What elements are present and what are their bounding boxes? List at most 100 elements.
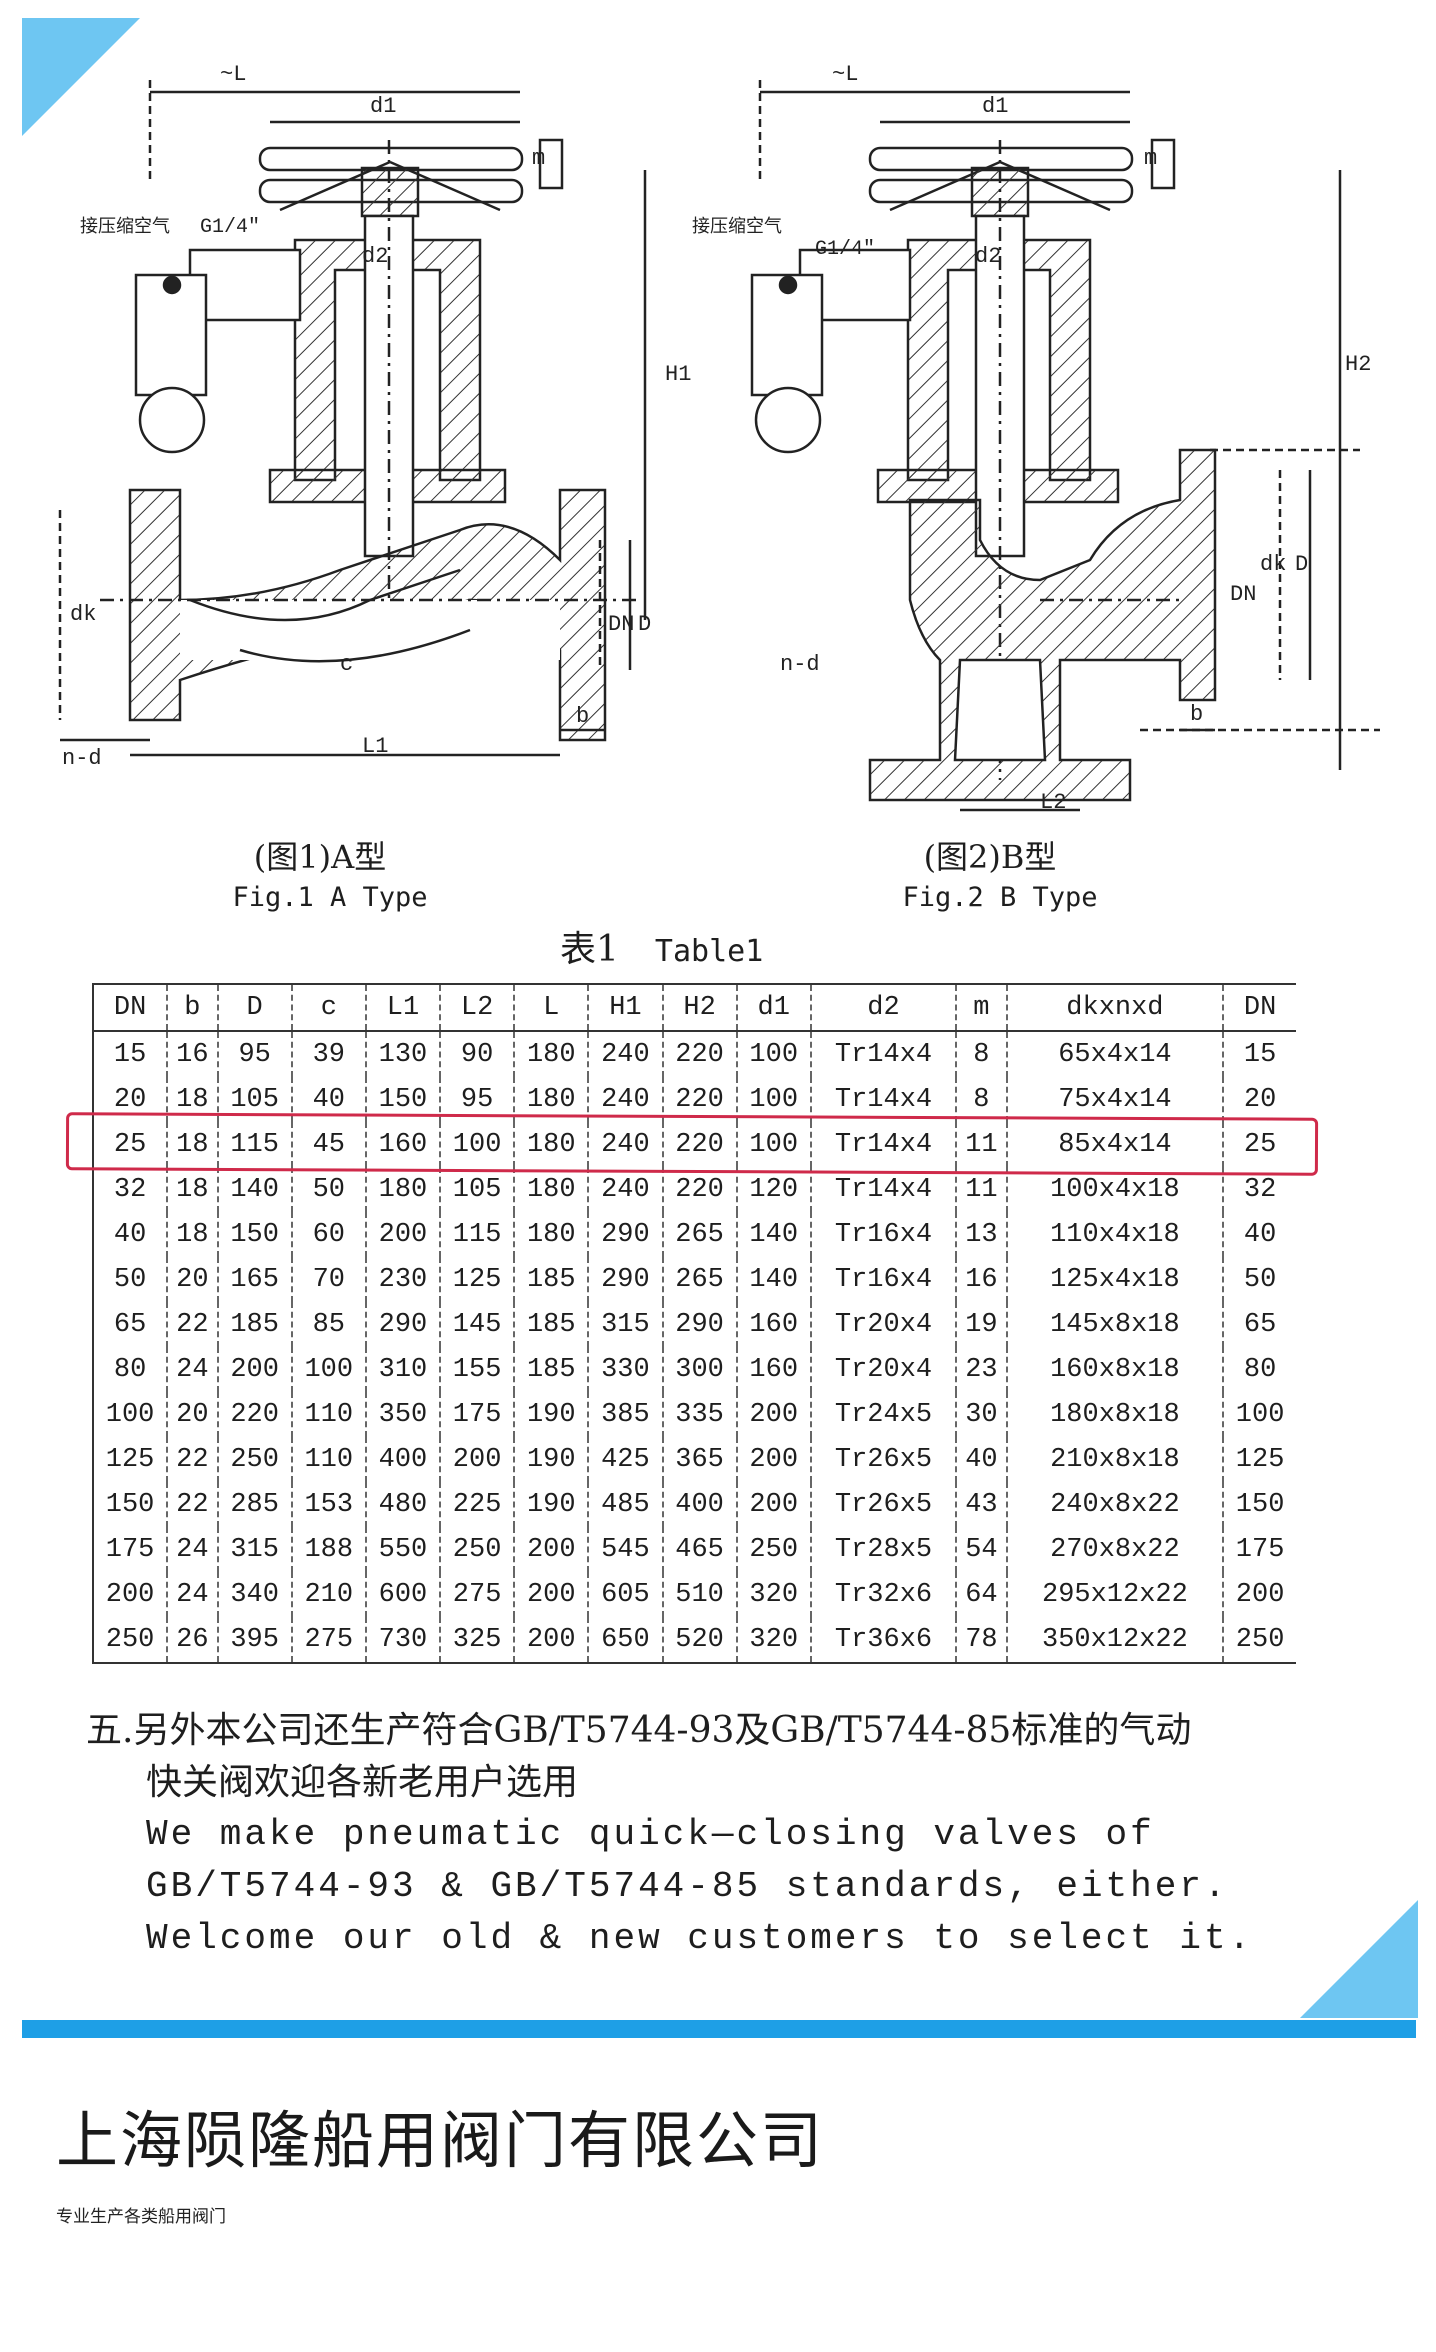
table-cell: 425 <box>588 1437 664 1482</box>
company-slogan: 专业生产各类船用阀门 <box>56 2207 226 2227</box>
table-cell: 39 <box>291 1031 367 1077</box>
table-cell: 100 <box>736 1122 812 1167</box>
table-cell: 60 <box>291 1212 367 1257</box>
table-cell: 310 <box>365 1347 442 1392</box>
table-cell: 210 <box>291 1572 367 1617</box>
note-block: 五.另外本公司还生产符合GB/T5744-93及GB/T5744-85标准的气动… <box>86 1705 1336 1965</box>
table-cell: 190 <box>514 1392 590 1437</box>
table-cell: 220 <box>662 1122 738 1167</box>
table-cell: 65 <box>91 1302 169 1347</box>
table-cell: 188 <box>291 1527 367 1572</box>
table-cell: 175 <box>1235 1534 1285 1565</box>
table-cell: 550 <box>365 1527 442 1572</box>
table-header: L <box>514 983 590 1032</box>
table-cell: 18 <box>167 1212 219 1257</box>
footer-divider <box>22 2020 1416 2038</box>
table-cell: 110 <box>291 1437 367 1482</box>
table-cell: 180 <box>514 1122 590 1167</box>
table-cell: 275 <box>291 1617 367 1664</box>
table-cell: 20 <box>91 1077 169 1122</box>
table-cell: 180 <box>514 1031 590 1077</box>
table-cell: Tr36x6 <box>810 1617 958 1664</box>
fig2-label-d2: d2 <box>975 244 1001 269</box>
table-cell: 600 <box>365 1572 442 1617</box>
table-cell: 32 <box>1243 1174 1277 1205</box>
fig2-label-air: 接压缩空气 <box>692 216 782 238</box>
table-cell: 320 <box>736 1572 812 1617</box>
table-cell: 150 <box>91 1482 169 1527</box>
table-cell: 335 <box>662 1392 738 1437</box>
table-cell: 180 <box>514 1167 590 1212</box>
table-cell: 100 <box>736 1031 812 1077</box>
table-cell: 200 <box>91 1572 169 1617</box>
table-cell: 78 <box>956 1617 1008 1664</box>
fig1-label-d2: d2 <box>362 244 388 269</box>
table-cell: 385 <box>588 1392 664 1437</box>
fig2-drawing <box>750 80 1380 812</box>
fig2-label-g: G1/4" <box>815 238 875 261</box>
table-header: b <box>167 983 219 1032</box>
table-cell: 480 <box>365 1482 442 1527</box>
table-cell: 95 <box>440 1077 516 1122</box>
table-cell: Tr14x4 <box>810 1122 958 1167</box>
table-cell: 395 <box>217 1617 293 1664</box>
table-cell: 545 <box>588 1527 664 1572</box>
table-cell: 180x8x18 <box>1006 1392 1225 1437</box>
table-cell: 210x8x18 <box>1006 1437 1225 1482</box>
table-cell: 465 <box>662 1527 738 1572</box>
table-cell: 105 <box>217 1077 293 1122</box>
table-cell: 185 <box>514 1257 590 1302</box>
table-cell: 250 <box>440 1527 516 1572</box>
fig1-label-c: c <box>340 652 353 677</box>
table-cell: 100 <box>440 1122 516 1167</box>
table-cell: 300 <box>662 1347 738 1392</box>
table-cell: 45 <box>291 1122 367 1167</box>
table-cell: Tr20x4 <box>810 1347 958 1392</box>
table-cell: 365 <box>662 1437 738 1482</box>
table-cell: 85 <box>291 1302 367 1347</box>
table-cell: 65x4x14 <box>1006 1031 1225 1077</box>
note-en-text: We make pneumatic quick—closing valves o… <box>146 1814 1254 1959</box>
table-header: L1 <box>365 983 442 1032</box>
table-cell: 140 <box>736 1257 812 1302</box>
fig1-label-b: b <box>576 704 589 729</box>
table-cell: 240 <box>588 1031 664 1077</box>
table-cell: 110x4x18 <box>1006 1212 1225 1257</box>
table-cell: 20 <box>1243 1084 1277 1115</box>
table-cell: 110 <box>291 1392 367 1437</box>
table-cell: 265 <box>662 1257 738 1302</box>
fig2-label-H2: H2 <box>1345 352 1371 377</box>
table-cell: 50 <box>291 1167 367 1212</box>
table-cell: Tr32x6 <box>810 1572 958 1617</box>
fig1-label-nd: n-d <box>62 746 102 771</box>
table-header: DN <box>1223 983 1296 1032</box>
table-header: DN <box>91 983 169 1032</box>
table-cell: 50 <box>1243 1264 1277 1295</box>
table-cell: 290 <box>365 1302 442 1347</box>
fig2-label-b: b <box>1190 702 1203 727</box>
table-title-cn: 表1 <box>560 929 619 970</box>
table-cell: 40 <box>1243 1219 1277 1250</box>
table-cell: 220 <box>662 1167 738 1212</box>
fig1-label-d1: d1 <box>370 94 396 119</box>
table-cell: 145 <box>440 1302 516 1347</box>
table-cell: 240 <box>588 1167 664 1212</box>
fig1-label-L1: L1 <box>362 734 388 759</box>
table-cell: 150 <box>1235 1489 1285 1520</box>
table-cell: 25 <box>1243 1129 1277 1160</box>
table-cell: 43 <box>956 1482 1008 1527</box>
table-cell: 100 <box>1235 1399 1285 1430</box>
table-header: D <box>217 983 293 1032</box>
table-cell: 25 <box>91 1122 169 1167</box>
table-cell: Tr24x5 <box>810 1392 958 1437</box>
table-cell: 130 <box>365 1031 442 1077</box>
table-cell: 19 <box>956 1302 1008 1347</box>
